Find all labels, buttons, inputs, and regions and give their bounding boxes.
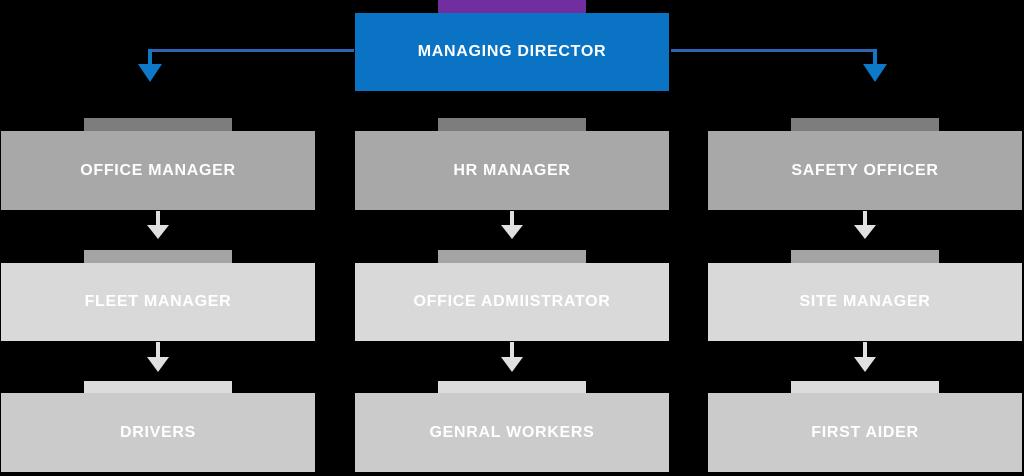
connector-line-left (149, 49, 354, 52)
connector-line-right (671, 49, 875, 52)
node-label-office-admiistrator: OFFICE ADMIISTRATOR (413, 293, 611, 310)
node-first-aider: FIRST AIDER (708, 393, 1022, 472)
node-genral-workers: GENRAL WORKERS (355, 393, 669, 472)
connector-arrow-right-icon (863, 64, 887, 82)
tab-fleet-manager (84, 250, 232, 263)
node-label-fleet-manager: FLEET MANAGER (84, 293, 232, 310)
tab-drivers (84, 381, 232, 393)
node-label-managing-director: MANAGING DIRECTOR (417, 43, 607, 60)
down-arrow-stem (863, 342, 867, 358)
down-arrow-stem (510, 342, 514, 358)
down-arrow-stem (510, 211, 514, 226)
node-label-genral-workers: GENRAL WORKERS (429, 423, 595, 441)
node-managing-director: MANAGING DIRECTOR (355, 13, 669, 91)
tab-safety-officer (791, 118, 939, 131)
node-label-safety-officer: SAFETY OFFICER (791, 161, 939, 179)
root-accent-tab (438, 0, 586, 13)
down-arrow-icon (854, 225, 876, 239)
node-label-first-aider: FIRST AIDER (811, 423, 919, 441)
connector-stem-left (148, 49, 152, 66)
node-label-hr-manager: HR MANAGER (453, 161, 571, 179)
down-arrow-icon (501, 225, 523, 239)
connector-stem-right (873, 49, 877, 66)
node-fleet-manager: FLEET MANAGER (1, 263, 315, 341)
node-label-drivers: DRIVERS (119, 423, 197, 441)
node-label-office-manager: OFFICE MANAGER (80, 161, 236, 179)
node-site-manager: SITE MANAGER (708, 263, 1022, 341)
down-arrow-stem (863, 211, 867, 226)
tab-hr-manager (438, 118, 586, 131)
tab-genral-workers (438, 381, 586, 393)
down-arrow-icon (147, 225, 169, 239)
node-office-manager: OFFICE MANAGER (1, 131, 315, 210)
tab-office-manager (84, 118, 232, 131)
tab-office-admiistrator (438, 250, 586, 263)
tab-first-aider (791, 381, 939, 393)
node-hr-manager: HR MANAGER (355, 131, 669, 210)
node-drivers: DRIVERS (1, 393, 315, 472)
down-arrow-icon (501, 357, 523, 372)
tab-site-manager (791, 250, 939, 263)
down-arrow-icon (147, 357, 169, 372)
node-label-site-manager: SITE MANAGER (799, 293, 931, 310)
node-office-admiistrator: OFFICE ADMIISTRATOR (355, 263, 669, 341)
down-arrow-icon (854, 357, 876, 372)
node-safety-officer: SAFETY OFFICER (708, 131, 1022, 210)
down-arrow-stem (156, 342, 160, 358)
down-arrow-stem (156, 211, 160, 226)
connector-arrow-left-icon (138, 64, 162, 82)
